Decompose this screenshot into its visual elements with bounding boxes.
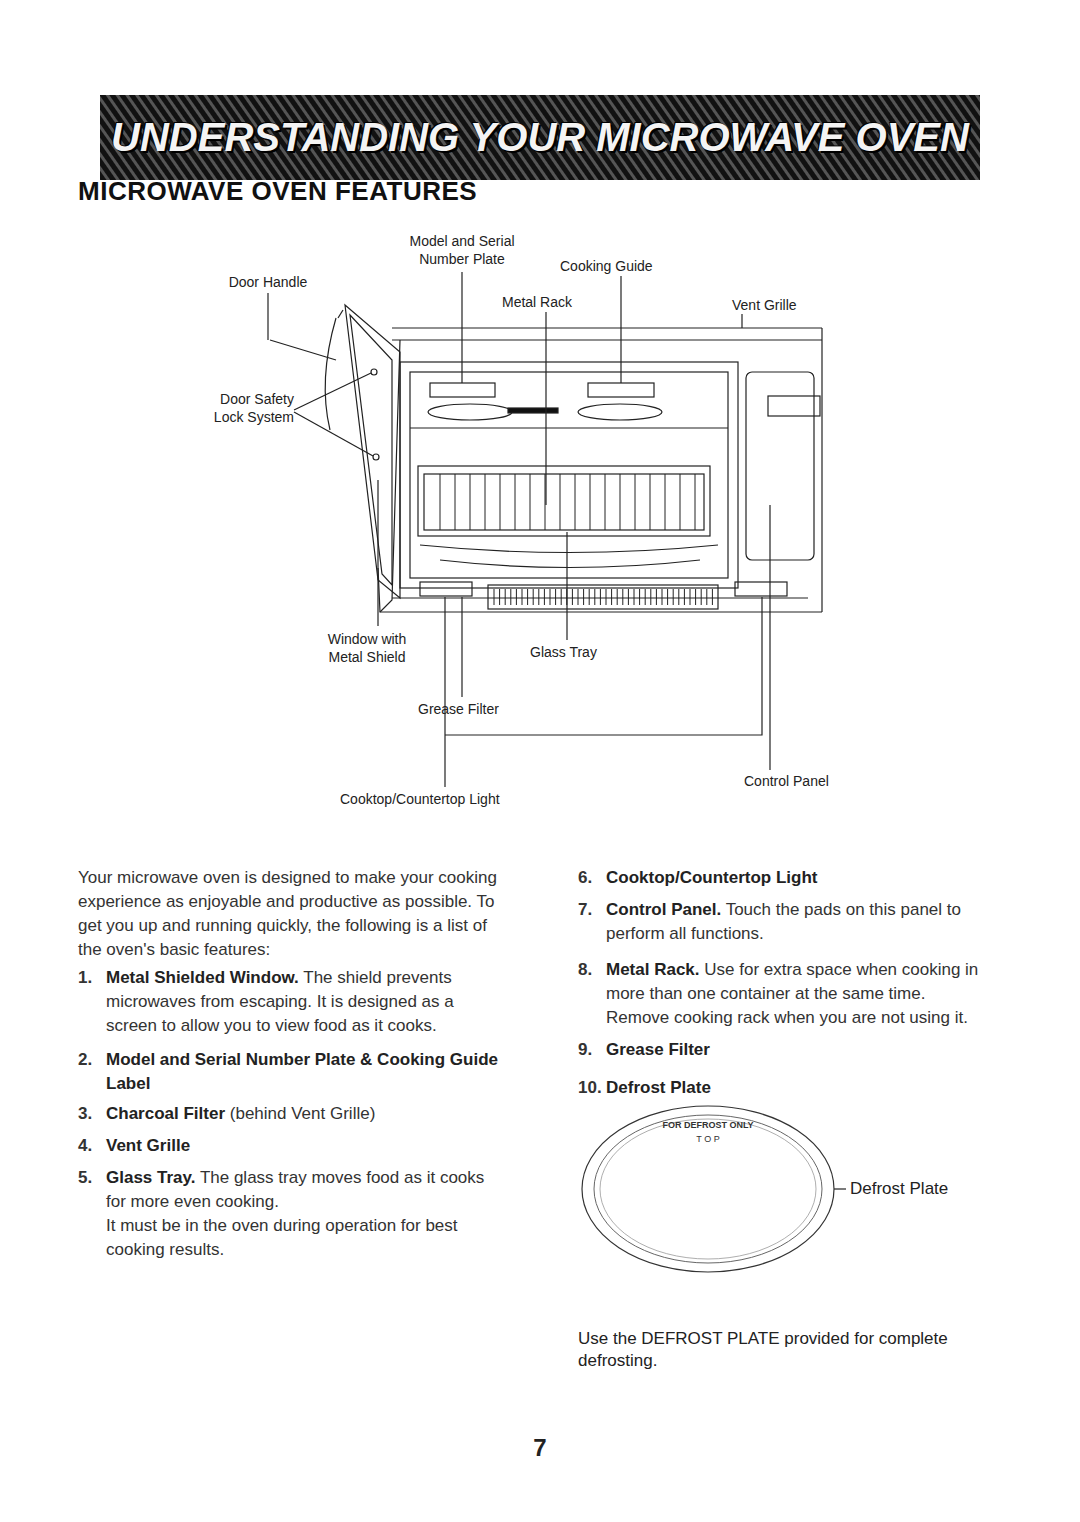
part-label: Metal Rack <box>502 293 592 311</box>
feature-name: Defrost Plate <box>606 1078 711 1097</box>
part-label: Cooktop/Countertop Light <box>340 790 560 808</box>
part-label: Model and Serial Number Plate <box>395 232 529 268</box>
oven-drawing <box>325 305 822 612</box>
banner-band: UNDERSTANDING YOUR MICROWAVE OVEN <box>100 95 980 180</box>
item-number: 5. <box>78 1166 92 1190</box>
item-number: 9. <box>578 1038 592 1062</box>
section-heading: MICROWAVE OVEN FEATURES <box>78 176 477 207</box>
item-number: 3. <box>78 1102 92 1126</box>
part-label: Door Handle <box>218 273 318 291</box>
item-number: 10. <box>578 1076 602 1100</box>
note-text: Use the DEFROST PLATE provided for compl… <box>578 1328 998 1372</box>
part-label: Vent Grille <box>732 296 822 314</box>
part-label: Grease Filter <box>418 700 518 718</box>
item-number: 1. <box>78 966 92 990</box>
page-number: 7 <box>520 1432 560 1463</box>
item-number: 2. <box>78 1048 92 1072</box>
callout-label: Defrost Plate <box>850 1178 970 1200</box>
feature-name: Metal Rack. <box>606 960 700 979</box>
item-number: 6. <box>578 866 592 890</box>
rack-bars <box>440 474 695 530</box>
plate-marking: FOR DEFROST ONLY <box>580 1120 836 1130</box>
part-label: Control Panel <box>744 772 854 790</box>
item-number: 7. <box>578 898 592 922</box>
feature-item: 6. Cooktop/Countertop Light <box>578 866 998 890</box>
part-label: Window with Metal Shield <box>313 630 421 666</box>
feature-item: 2. Model and Serial Number Plate & Cookin… <box>78 1048 502 1096</box>
feature-item: 9. Grease Filter <box>578 1038 998 1062</box>
feature-name: Cooktop/Countertop Light <box>606 868 818 887</box>
feature-description: Remove cooking rack when you are not usi… <box>606 1006 998 1030</box>
vent-slots <box>494 589 712 605</box>
feature-name: Metal Shielded Window. <box>106 968 299 987</box>
feature-name: Charcoal Filter <box>106 1104 225 1123</box>
banner-band <box>100 95 980 180</box>
feature-item: 7.Control Panel. Touch the pads on this … <box>578 898 998 946</box>
part-label: Door Safety Lock System <box>188 390 294 426</box>
feature-item: 1.Metal Shielded Window. The shield prev… <box>78 966 502 1038</box>
feature-name: Glass Tray. <box>106 1168 195 1187</box>
feature-description: Your microwave oven is designed to make … <box>78 868 497 959</box>
feature-item: Your microwave oven is designed to make … <box>78 866 502 962</box>
plate-marking: T O P <box>580 1134 836 1144</box>
feature-name: Model and Serial Number Plate & Cooking … <box>106 1050 498 1093</box>
feature-description: It must be in the oven during operation … <box>106 1214 502 1262</box>
feature-name: Control Panel. <box>606 900 721 919</box>
item-number: 4. <box>78 1134 92 1158</box>
banner-title: UNDERSTANDING YOUR MICROWAVE OVEN <box>111 115 969 160</box>
feature-item: 3. Charcoal Filter (behind Vent Grille) <box>78 1102 502 1126</box>
feature-description: (behind Vent Grille) <box>230 1104 376 1123</box>
feature-name: Grease Filter <box>606 1040 710 1059</box>
part-label: Glass Tray <box>530 643 610 661</box>
feature-item: 4. Vent Grille <box>78 1134 502 1158</box>
feature-item: 5.Glass Tray. The glass tray moves food … <box>78 1166 502 1262</box>
feature-name: Vent Grille <box>106 1136 190 1155</box>
feature-item: 10.Defrost Plate <box>578 1076 998 1100</box>
defrost-plate: FOR DEFROST ONLY T O P <box>580 1104 836 1274</box>
feature-item: 8.Metal Rack. Use for extra space when c… <box>578 958 998 1030</box>
item-number: 8. <box>578 958 592 982</box>
part-label: Cooking Guide <box>560 257 682 275</box>
